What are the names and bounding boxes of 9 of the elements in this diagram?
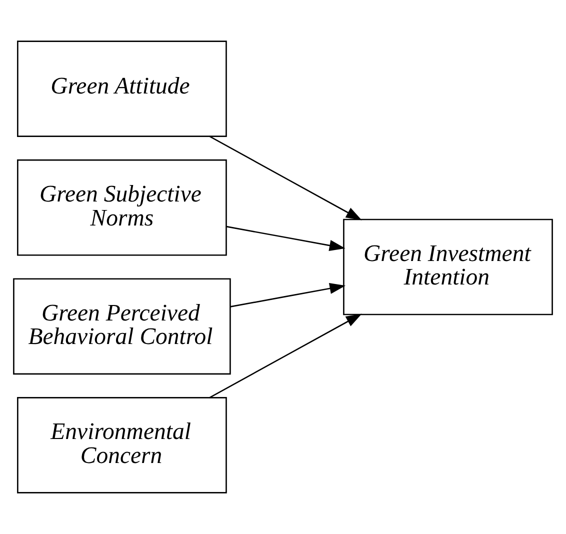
arrow: [230, 282, 346, 308]
node-box: Green Attitude: [17, 40, 227, 137]
arrow: [209, 136, 362, 220]
arrow: [226, 226, 346, 251]
arrow: [209, 314, 362, 398]
node-box: Green Subjective Norms: [17, 159, 227, 256]
node-box: Green Perceived Behavioral Control: [13, 278, 231, 375]
node-box: Green Investment Intention: [343, 218, 553, 316]
node-box: Environmental Concern: [17, 397, 227, 494]
